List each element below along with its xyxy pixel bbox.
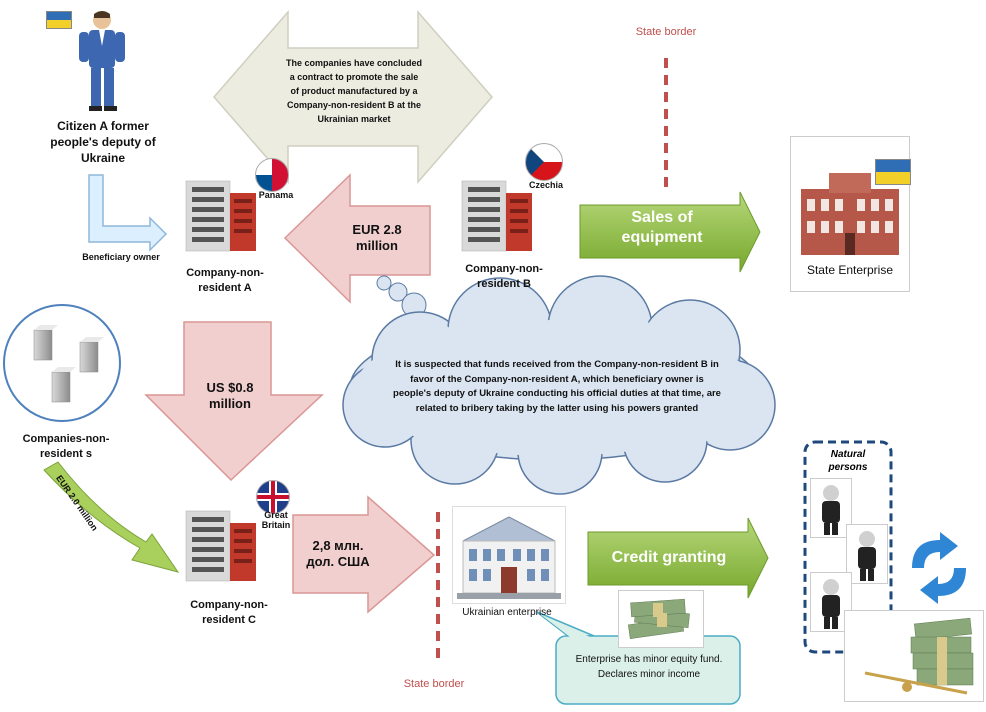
- credit-label: Credit granting: [611, 549, 727, 566]
- state-border-top-label: State border: [635, 26, 697, 38]
- panama-flag-icon: [255, 158, 289, 192]
- company-c-flag-label: Great Britain: [261, 510, 291, 530]
- eur-flow-arrow: [283, 173, 431, 304]
- money-scale-icon: [844, 610, 984, 702]
- person-card: [846, 524, 888, 584]
- building-icon: [185, 510, 256, 582]
- citizen-figure: [46, 6, 130, 116]
- usd-flow-arrow: [144, 321, 324, 482]
- company-a-flag-label: Panama: [258, 190, 294, 200]
- company-b-building: [458, 173, 538, 253]
- person-icon: [858, 531, 876, 581]
- money-stack-icon: [618, 590, 704, 648]
- ukrainian-enterprise-card: [452, 506, 566, 604]
- company-b-flag-label: Czechia: [528, 180, 563, 190]
- company-b-label: Company-non-resident B: [465, 263, 543, 290]
- natural-persons-label: Natural persons: [828, 449, 868, 473]
- thought-bubble: [376, 275, 392, 291]
- company-c-label: Company-non-resident C: [190, 599, 268, 626]
- great-britain-flag-icon: [256, 480, 290, 514]
- credit-arrow: [587, 517, 769, 599]
- ukrainian-enterprise-label: Ukrainian enterprise: [462, 607, 552, 618]
- callout-text: Enterprise has minor equity fund. Declar…: [575, 654, 723, 680]
- suspicion-text: It is suspected that funds received from…: [393, 359, 721, 414]
- sales-label: Sales of equipment: [621, 209, 703, 246]
- person-card: [810, 572, 852, 632]
- building-icon: [461, 180, 532, 252]
- companies-group-circle: [3, 304, 121, 422]
- state-enterprise-card: State Enterprise: [790, 136, 911, 292]
- uah-flow-label: 2,8 млн. дол. США: [306, 538, 370, 569]
- cycle-arrows-icon: [902, 532, 976, 604]
- person-icon: [822, 579, 840, 629]
- natural-persons-box: [803, 440, 893, 654]
- beneficiary-label: Beneficiary owner: [82, 252, 160, 262]
- eur2-flow-arrow: [43, 461, 180, 573]
- ukraine-flag-icon: [875, 159, 911, 185]
- building-icon: [185, 180, 256, 252]
- callout-box: [536, 611, 741, 705]
- contract-double-arrow: [213, 9, 493, 185]
- citizen-label: Citizen A former people's deputy of Ukra…: [50, 119, 156, 165]
- beneficiary-arrow: [88, 174, 168, 252]
- person-icon: [79, 11, 125, 111]
- government-building-icon: [457, 516, 561, 599]
- state-border-bottom-label: State border: [403, 678, 465, 690]
- uah-flow-arrow: [292, 495, 436, 614]
- sales-arrow: [579, 191, 761, 273]
- contract-text: The companies have concluded a contract …: [285, 58, 423, 124]
- person-icon: [822, 485, 840, 535]
- company-a-building: [182, 173, 262, 253]
- usd-flow-label: US $0.8 million: [206, 380, 254, 411]
- eur-flow-label: EUR 2.8 million: [352, 222, 402, 253]
- factory-icon: [801, 173, 899, 255]
- state-enterprise-label: State Enterprise: [806, 263, 894, 277]
- company-a-label: Company-non-resident A: [186, 267, 264, 294]
- companies-group-label: Companies-non-resident s: [22, 433, 110, 460]
- czechia-flag-icon: [525, 143, 563, 181]
- thought-bubble: [388, 282, 408, 302]
- company-c-building: [182, 503, 262, 583]
- ukraine-flag-icon: [46, 11, 72, 29]
- person-card: [810, 478, 852, 538]
